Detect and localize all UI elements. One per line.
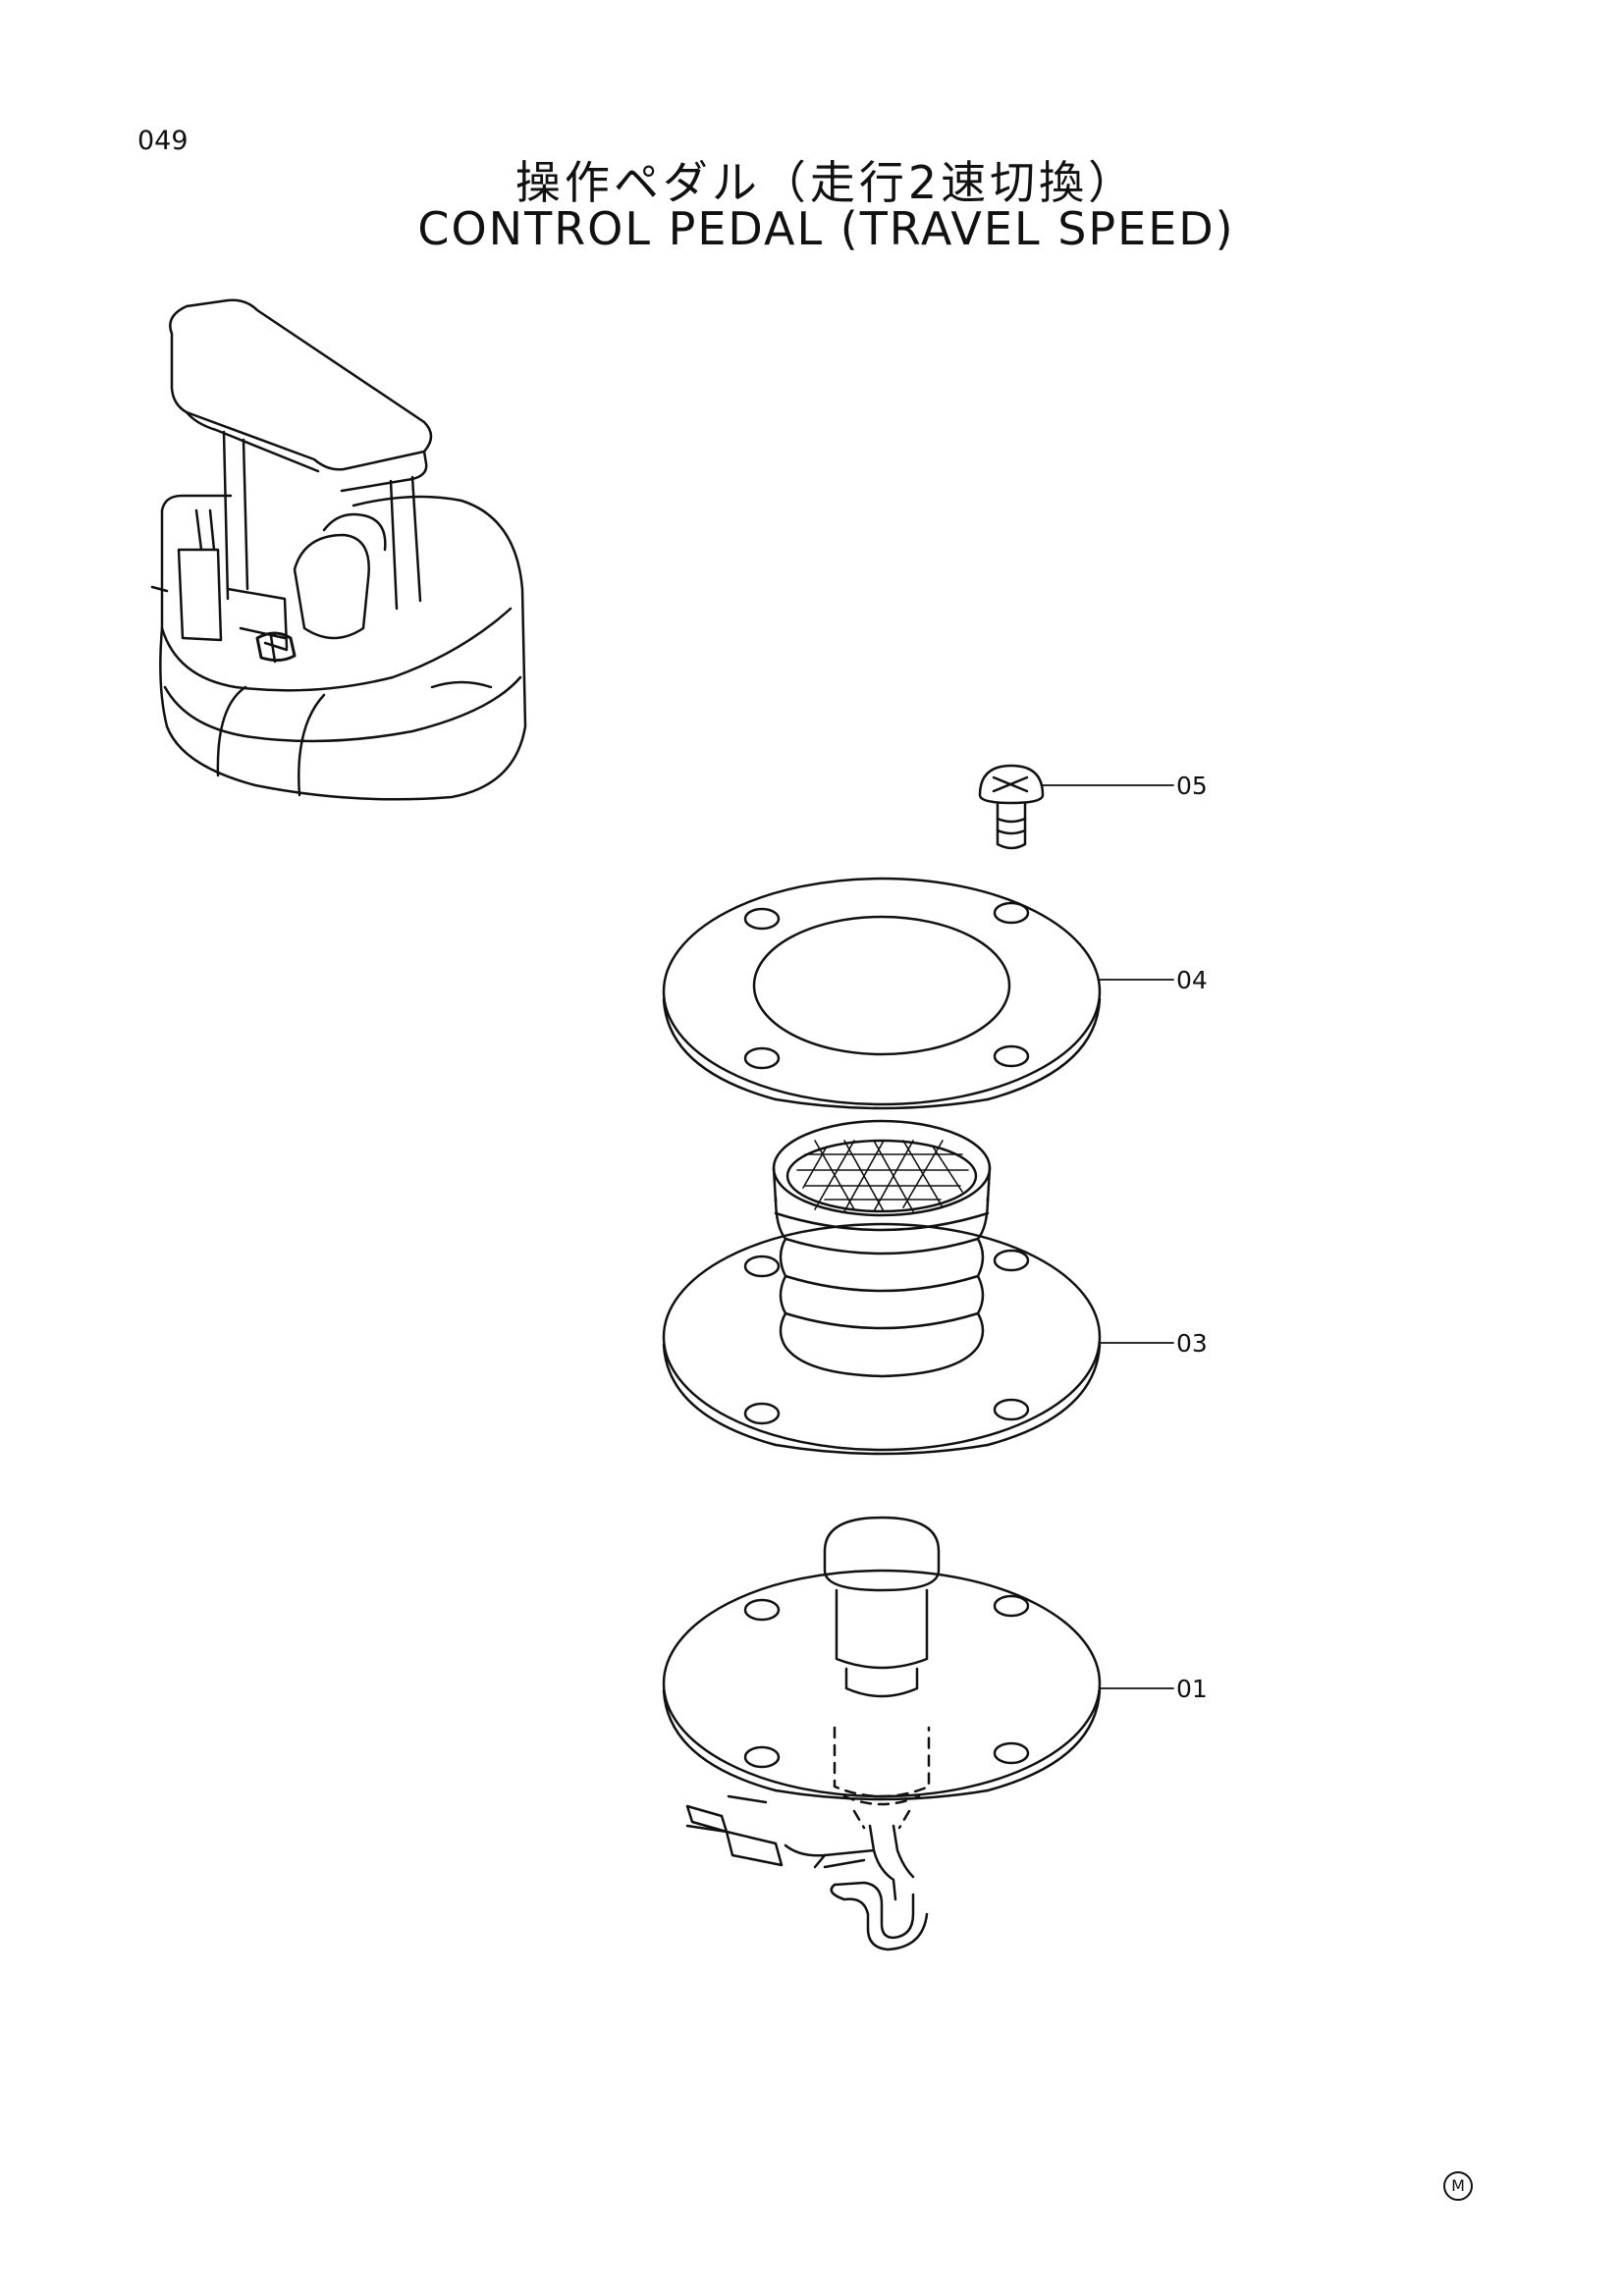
part-05-screw (978, 764, 1045, 850)
title-english: CONTROL PEDAL (TRAVEL SPEED) (417, 202, 1235, 255)
part-04-gasket-ring (662, 877, 1102, 1110)
callout-05-label: 05 (1176, 772, 1208, 800)
page-number: 049 (137, 126, 189, 156)
circled-m-mark: M (1443, 2171, 1473, 2201)
machine-overview-illustration (150, 298, 527, 801)
part-01-switch-assembly (662, 1516, 1102, 1951)
callout-leaders (1042, 784, 1174, 1689)
part-03-pedal-cover (662, 1119, 1102, 1456)
callout-03-label: 03 (1176, 1329, 1208, 1358)
callout-01-label: 01 (1176, 1675, 1208, 1703)
callout-04-label: 04 (1176, 966, 1208, 994)
title-japanese: 操作ペダル（走行2速切換） (514, 156, 1138, 209)
